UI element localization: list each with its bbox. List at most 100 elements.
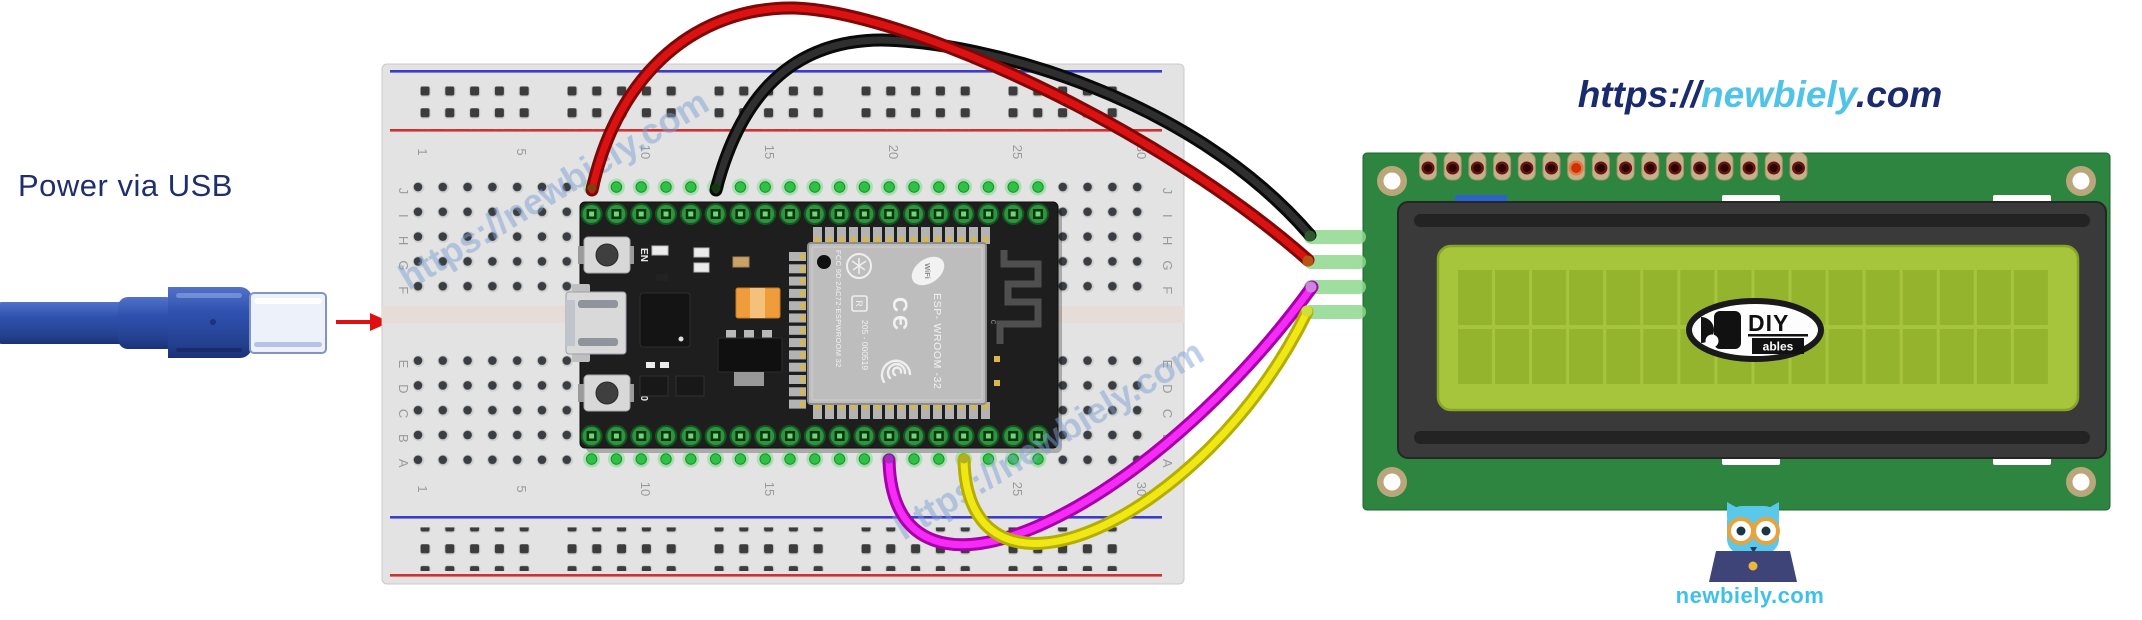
breadboard-column-number: 30 (1134, 482, 1149, 496)
en-button (578, 236, 634, 274)
owl-mascot (1709, 502, 1797, 582)
owl-beak (1750, 547, 1757, 553)
bezel-bottom-slot (1414, 431, 2090, 444)
pin1-dot (817, 255, 831, 269)
castellation-pad (789, 325, 806, 335)
lcd-pad-hole (1745, 164, 1754, 172)
breadboard-row-letter: B (396, 434, 411, 443)
lcd-pad-hole-highlighted (1571, 163, 1582, 173)
breadboard-column-number: 20 (886, 145, 901, 159)
castellation-pad (789, 375, 806, 384)
micro-usb-port (565, 284, 627, 362)
connected-hole (957, 181, 970, 193)
connected-hole (809, 181, 821, 193)
breadboard-row-letter: J (1160, 188, 1175, 195)
fcc-text: FCC 9D:2AC72-ESPWROOM 32 (834, 250, 843, 368)
castellation-pad (909, 227, 918, 244)
connected-hole (734, 453, 747, 465)
breadboard-row-letter: A (396, 459, 411, 468)
smd-component (732, 256, 750, 268)
scl-wire-yellow (960, 308, 1311, 547)
url-highlight: newbiely (1701, 74, 1856, 115)
lcd-pad-hole (1473, 164, 1482, 172)
voltage-regulator (717, 330, 783, 386)
power-arrow (336, 313, 390, 331)
breadboard-row-letter: C (1160, 409, 1175, 418)
castellation-pad (921, 227, 930, 244)
connected-hole (833, 181, 846, 193)
castellation-pad (825, 227, 834, 244)
connected-hole (883, 181, 895, 193)
connected-hole (660, 453, 672, 465)
castellation-pad (789, 387, 806, 397)
connected-hole (833, 453, 846, 465)
usb-power-cable (0, 287, 327, 358)
connected-hole (734, 181, 747, 193)
esp32-board: EN IO0 (565, 178, 1062, 468)
connected-hole (759, 181, 771, 193)
bottom-rail-red-line (390, 574, 1162, 577)
lcd-pad-hole (1596, 164, 1605, 172)
sda-wire-start (884, 454, 894, 464)
main-chip (639, 292, 691, 348)
breadboard-row-letter: A (1160, 459, 1175, 468)
castellation-pad (885, 402, 894, 419)
boot-button (578, 374, 634, 412)
connected-hole (759, 453, 771, 465)
lcd-pad-hole (1424, 164, 1432, 172)
castellation-pad (873, 227, 882, 244)
breadboard-column-number: 10 (638, 145, 653, 159)
logo-diy-text: DIY (1748, 310, 1789, 336)
bottom-rail-blue-line (390, 516, 1162, 519)
diyables-logo: DIY ables (1686, 298, 1824, 362)
connected-hole (1032, 453, 1044, 465)
smd-component (656, 274, 668, 281)
breadboard-row-letter: F (396, 286, 411, 294)
lcd-pad-hole (1448, 164, 1457, 172)
vcc-wire-tip (1302, 255, 1314, 267)
breadboard-column-number: 15 (762, 145, 777, 159)
castellation-pad (969, 402, 978, 419)
smd-component (693, 262, 710, 273)
connected-hole (982, 453, 995, 465)
castellation-pad (933, 402, 942, 419)
lcd-pad-hole (1671, 164, 1679, 172)
castellation-pad (861, 402, 870, 419)
contrast-pot (1455, 195, 1507, 204)
connected-hole (635, 453, 647, 465)
breadboard-row-letter: D (396, 384, 411, 393)
castellation-pad (789, 399, 806, 409)
connected-hole (784, 181, 796, 193)
smd-component (639, 375, 669, 397)
lcd-pad-hole (1769, 164, 1778, 172)
castellation-pad (885, 227, 894, 244)
lcd-pad-hole (1522, 164, 1531, 172)
sda-wire-tip (1305, 281, 1317, 293)
site-url: https://newbiely.com (1560, 74, 1960, 116)
connected-hole (858, 453, 871, 465)
breadboard-row-letter: C (396, 409, 411, 418)
gnd-wire-tip (1304, 230, 1316, 242)
connected-hole (809, 453, 821, 465)
swirl-logo (880, 359, 912, 384)
castellation-pad (789, 264, 806, 274)
esp-wroom-module-shield: FCC 9D:2AC72-ESPWROOM 32 R 205 - 000519 … (807, 242, 987, 405)
breadboard-row-letter: G (1160, 260, 1175, 270)
module-castellation-pads (789, 227, 990, 419)
connected-hole (908, 453, 920, 465)
castellation-pad (789, 301, 806, 311)
bezel-top-slot (1414, 214, 2090, 227)
castellation-pad (789, 288, 806, 298)
usb-cable-strain-relief (118, 297, 176, 349)
castellation-pad (957, 402, 966, 419)
connected-hole (933, 181, 945, 193)
connected-hole (1032, 181, 1044, 193)
castellation-pad (789, 313, 806, 323)
castellation-pad (789, 350, 806, 360)
scl-wire-tip (1301, 305, 1313, 317)
castellation-pad (897, 227, 906, 244)
breadboard-column-number: 25 (1010, 482, 1025, 496)
url-suffix: .com (1855, 74, 1943, 115)
